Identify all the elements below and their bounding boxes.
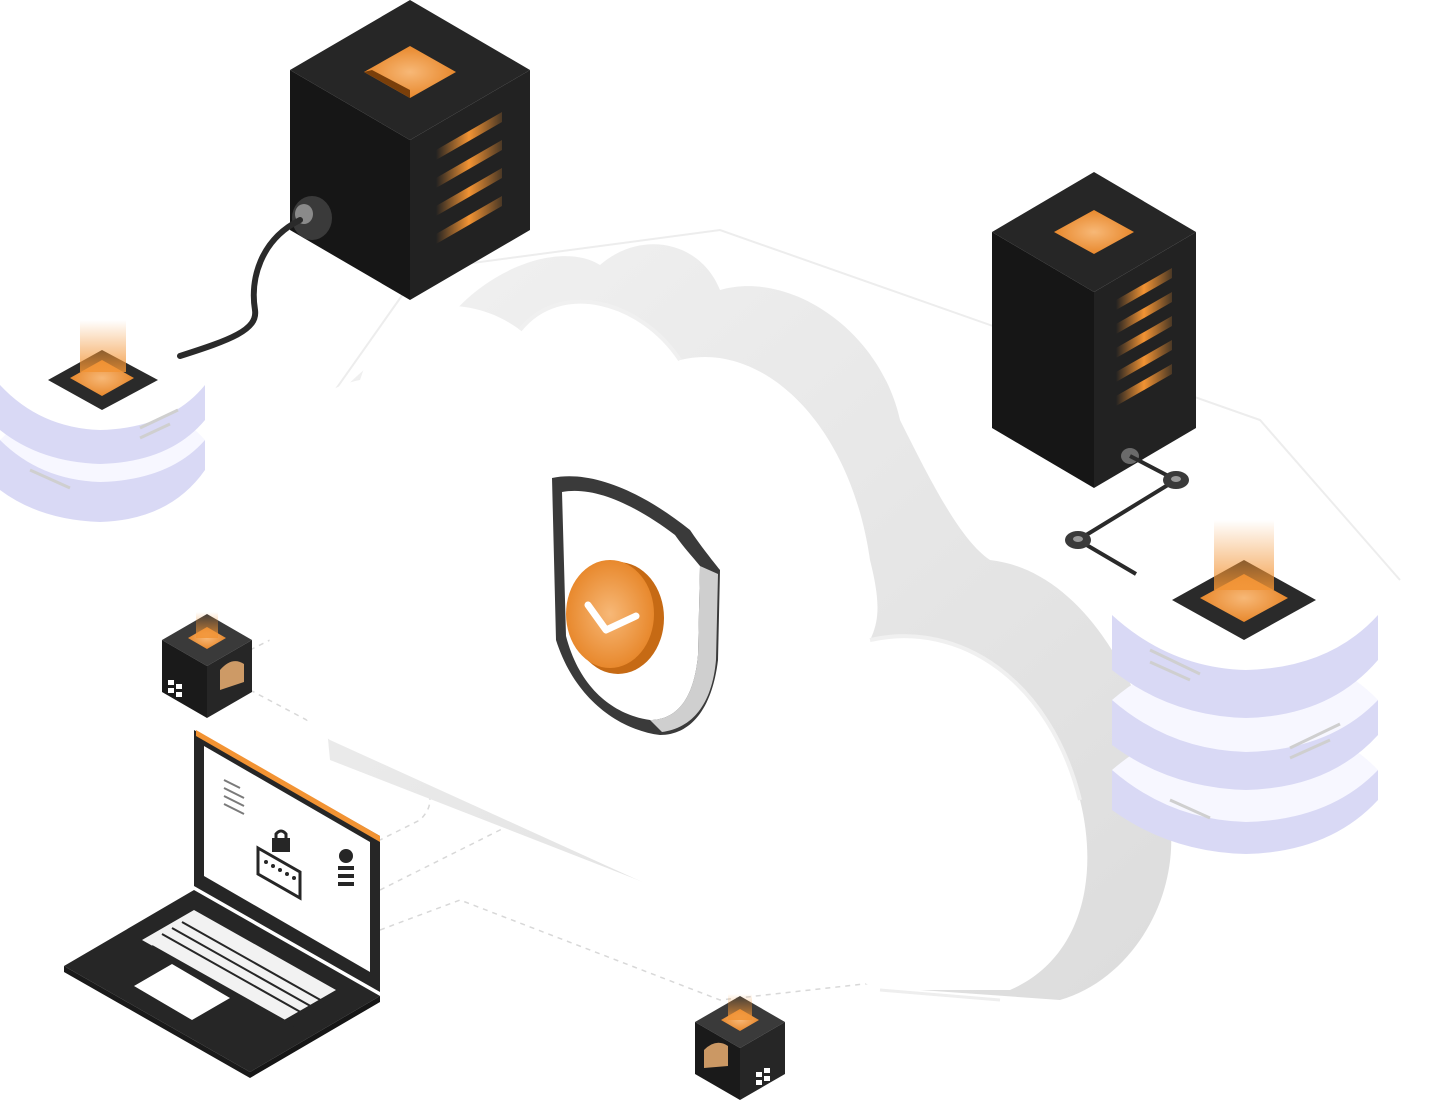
screen-avatar <box>338 849 354 886</box>
storage-stack-right <box>1112 520 1378 854</box>
windows-grid-icon <box>756 1068 770 1085</box>
password-field <box>256 845 302 901</box>
cable-left <box>177 217 303 359</box>
node-cube-bottom <box>695 994 785 1100</box>
laptop <box>64 730 380 1078</box>
screen-list <box>223 779 245 815</box>
server-tower-large <box>290 0 530 300</box>
windows-grid-icon <box>168 680 182 697</box>
lock-icon <box>272 829 290 852</box>
touchpad <box>134 964 230 1020</box>
server-tower-small <box>992 172 1196 488</box>
shield-check-icon <box>552 476 720 735</box>
node-cube-left <box>162 612 252 718</box>
storage-stack-left <box>0 320 205 522</box>
cable-right <box>1065 454 1189 576</box>
